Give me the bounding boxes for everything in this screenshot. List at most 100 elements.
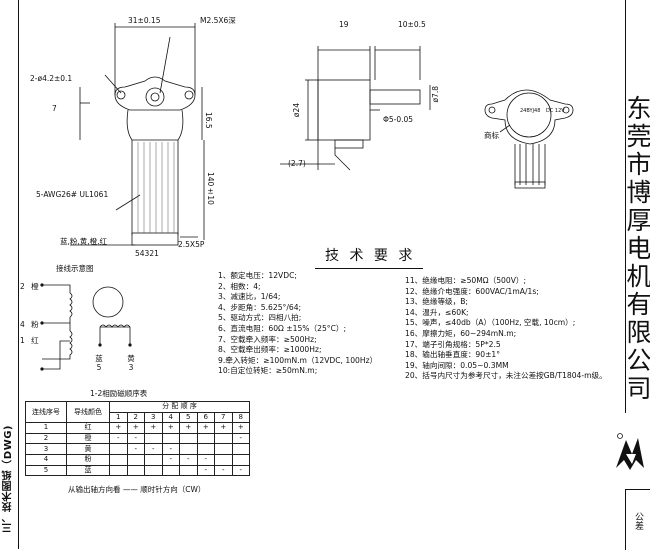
row-color: 橙 [66,432,110,445]
step-header: 2 [126,411,145,424]
cell [126,464,145,477]
cell [196,432,215,445]
wire-label-3: 黄 3 [126,354,136,372]
cell: - [126,443,145,455]
cell: - [126,432,145,445]
cell [144,432,163,445]
spec-item: 17、端子引角规格：5P*2.5 [405,339,501,349]
section-title: 三、技术图纸（DWG) [3,425,14,533]
product-voltage: DC 12V [546,108,565,114]
row-color: 蓝 [66,464,110,477]
cell: - [231,464,250,477]
spec-item: 18、输出轴垂直度：90±1° [405,350,501,360]
cell [161,432,180,445]
cell: - [231,432,250,445]
cell [231,443,250,455]
dim-16-5: 16.5 [204,112,213,129]
cell: - [161,443,180,455]
spec-item: 12、绝缘介电强度：600VAC/1mA/1s; [405,286,539,296]
cell [126,453,145,466]
connector-pins: 54321 [135,249,159,258]
connector-spec: 2.5X5P [178,240,205,249]
cell [144,453,163,466]
sequence-table-title: 1-2相励磁顺序表 [90,389,148,398]
row-color: 红 [66,422,110,434]
cell [109,453,128,466]
cell: + [231,422,250,434]
row-color: 粉 [66,453,110,466]
dim-phi5: Φ5-0.05 [383,115,414,124]
dim-7: 7 [52,104,57,113]
dim-19: 19 [339,20,349,29]
wire-label-2: 2 橙 [20,282,39,291]
wire-label-4: 4 粉 [20,320,39,329]
title-block-frame [625,489,650,550]
spec-title: 技 术 要 求 [325,248,416,264]
cell [109,443,128,455]
cell [231,453,250,466]
table-row: 2 橙 - - - [25,432,250,445]
cell: + [214,422,233,434]
sequence-table: 连线序号 导线颜色 分 配 顺 序 1 2 3 4 5 6 7 8 1 红 + … [25,400,250,477]
cell [179,464,198,477]
right-border [625,0,626,413]
step-header: 4 [161,411,180,424]
cell: + [179,422,198,434]
wire-num: 2 [20,282,25,291]
dim-2-7: (2.7) [288,159,306,168]
spec-title-underline [315,268,423,269]
product-model: 24BYJ48 [520,108,541,114]
wire-label-1: 1 红 [20,336,39,345]
step-header: 1 [109,411,128,424]
step-header: 6 [196,411,215,424]
wire-colors: 蓝,粉,黄,橙,红 [60,237,108,246]
wire-color: 黄 [127,354,135,363]
spec-item: 9.牵入转矩：≥100mN.m（12VDC, 100Hz） [218,355,378,365]
col-header-seq: 分 配 顺 序 [109,401,250,413]
col-header-no: 连线序号 [25,400,67,424]
cell: - [214,464,233,477]
spec-item: 5、驱动方式：四相八拍; [218,313,302,323]
spec-item: 19、轴向间隙：0.05~0.3MM [405,360,509,370]
spec-item: 15、噪声，≤40db（A）（100Hz, 空载, 10cm）; [405,318,576,328]
cell: - [196,464,215,477]
cell: + [161,422,180,434]
row-no: 5 [25,464,67,477]
tolerance-label: 公差 [633,512,643,530]
spec-item: 7、空载牵入频率：≥500Hz; [218,334,317,344]
col-header-color: 导线颜色 [66,400,110,424]
motor-front-view [70,23,205,246]
company-name: 东莞市博厚电机有限公司 [623,95,650,403]
cell: - [144,443,163,455]
table-row: 3 黄 - - - [25,443,250,455]
wire-label-5: 蓝 5 [94,354,104,372]
spec-list-left: 1、额定电压：12VDC; 2、相数：4; 3、减速比，1/64; 4、步距角：… [218,271,377,377]
cell [161,464,180,477]
spec-item: 1、额定电压：12VDC; [218,271,297,280]
dim-screw: M2.5X6深 [200,16,236,25]
cell: + [109,422,128,434]
cell [109,464,128,477]
sequence-footer: 从输出轴方向看 —— 顺时针方向（CW） [68,485,206,494]
row-no: 2 [25,432,67,445]
cell: - [109,432,128,445]
dim-phi24: ø24 [292,103,301,118]
cell [196,443,215,455]
wire-color: 粉 [31,320,39,329]
table-row: 4 粉 - - - [25,453,250,466]
spec-item: 3、减速比，1/64; [218,292,281,302]
table-row: 5 蓝 - - - [25,464,250,477]
left-border [18,0,19,549]
cell: + [196,422,215,434]
cell [144,464,163,477]
row-color: 黄 [66,443,110,455]
spec-item: 16、摩擦力矩，60~294mN.m; [405,328,517,338]
wiring-diagram [40,283,132,371]
spec-item: 4、步距角：5.625°/64; [218,302,302,312]
spec-item: 10:自定位转矩：≥50mN.m; [218,366,318,376]
table-row: 1 红 + + + + + + + + [25,422,250,434]
spec-item: 14、温升，≤60K; [405,307,469,317]
step-header: 8 [231,411,250,424]
row-no: 3 [25,443,67,455]
cell: - [161,453,180,466]
